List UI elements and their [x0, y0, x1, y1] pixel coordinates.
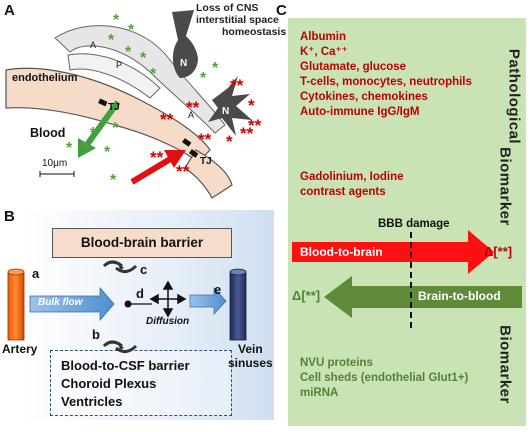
artery-label: Artery	[2, 342, 38, 356]
marker-b: b	[92, 327, 100, 342]
contrast-item-1: Gadolinium, Iodine	[300, 171, 404, 183]
bbb-box-label: Blood-brain barrier	[80, 235, 204, 250]
path-item-autoimmune: Auto-immune IgG/IgM	[300, 106, 420, 118]
panel-b-letter: B	[4, 208, 15, 225]
tight-junction-1	[98, 98, 108, 107]
endothelium-cell-2	[184, 149, 233, 199]
tight-junction-2	[182, 138, 192, 147]
contrast-item-2: contrast agents	[300, 186, 386, 198]
path-item-ions: K⁺, Ca⁺⁺	[300, 46, 348, 58]
neuron-2-label: N	[222, 106, 229, 117]
astrocyte-label: A	[90, 40, 97, 50]
delta-left-label: Δ[**]	[292, 288, 321, 303]
diffusion-label: Diffusion	[146, 316, 190, 327]
neuron-1	[172, 10, 198, 78]
blood-to-brain-label: Blood-to-brain	[300, 245, 383, 259]
pericyte-label: P	[116, 60, 123, 70]
green-asterisks: * * * * * * * * * * * * * *	[66, 12, 219, 189]
astrocyte-endfoot	[54, 25, 226, 134]
vein-tube	[229, 271, 247, 341]
diffusion-arrows	[149, 280, 187, 318]
tight-junction-3	[189, 149, 199, 158]
bulk-flow-label: Bulk flow	[38, 297, 83, 308]
blood-label: Blood	[30, 126, 66, 140]
neuron-2	[208, 76, 252, 136]
csf-line-3: Ventricles	[61, 394, 123, 409]
path-item-glutamate: Glutamate, glucose	[300, 61, 407, 73]
nvu-item-cellsheds: Cell sheds (endothelial Glut1+)	[300, 372, 469, 384]
red-influx-arrow	[130, 155, 174, 185]
bbb-damage-label: BBB damage	[378, 218, 450, 230]
csf-line-1: Blood-to-CSF barrier	[61, 358, 190, 373]
brain-to-blood-label: Brain-to-blood	[418, 289, 501, 303]
path-item-tcells: T-cells, monocytes, neutrophils	[300, 76, 472, 88]
artery-tube	[7, 271, 25, 341]
scale-label: 10μm	[42, 158, 68, 169]
astrocyte-label-2: A	[188, 110, 195, 120]
bbb-box: Blood-brain barrier	[52, 228, 232, 258]
red-asterisks: ** * ** ** ** * ** ** ** **	[150, 76, 262, 181]
diffusion-to-vein-arrow	[189, 286, 227, 316]
panel-c-background	[288, 18, 526, 426]
path-item-albumin: Albumin	[300, 31, 346, 43]
contrast-list: Gadolinium, Iodine contrast agents	[300, 170, 404, 200]
pathological-list: Albumin K⁺, Ca⁺⁺ Glutamate, glucose T-ce…	[300, 30, 472, 120]
panel-a-illustration: N N	[5, 10, 252, 199]
panel-c-arrows	[292, 230, 522, 328]
green-efflux-arrow	[83, 100, 121, 148]
red-arrow-head	[164, 150, 186, 168]
marker-a: a	[32, 266, 40, 281]
nvu-list: NVU proteins Cell sheds (endothelial Glu…	[300, 356, 468, 401]
panel-a-title: Loss of CNS interstitial space homeostas…	[196, 2, 287, 38]
nvu-item-mirna: miRNA	[300, 387, 339, 399]
tj-label: TJ	[108, 102, 120, 113]
path-item-cytokines: Cytokines, chemokines	[300, 91, 428, 103]
bulk-flow-arrow	[29, 286, 115, 322]
panel-c-letter: C	[276, 2, 287, 19]
panel-a-letter: A	[4, 2, 15, 19]
csf-box: Blood-to-CSF barrier Choroid Plexus Vent…	[50, 350, 232, 416]
marker-c: c	[140, 262, 148, 277]
tj-label-2: TJ	[200, 156, 212, 167]
csf-line-2: Choroid Plexus	[61, 376, 157, 391]
panel-b-flow-diagram	[7, 260, 247, 353]
vertical-biomarker-1: Biomarker	[496, 147, 514, 226]
green-arrow-head	[78, 138, 96, 158]
neuron-1-label: N	[180, 58, 187, 69]
pericyte	[67, 53, 161, 99]
vein-label: Vein sinuses	[228, 342, 273, 370]
brain-to-blood-arrow	[324, 276, 522, 318]
blood-to-brain-arrow	[292, 230, 494, 274]
marker-d: d	[136, 286, 144, 301]
endothelium-label: endothelium	[12, 72, 78, 84]
marker-e: e	[214, 282, 222, 297]
delta-right-label: Δ[**]	[484, 244, 513, 259]
nvu-item-proteins: NVU proteins	[300, 357, 373, 369]
